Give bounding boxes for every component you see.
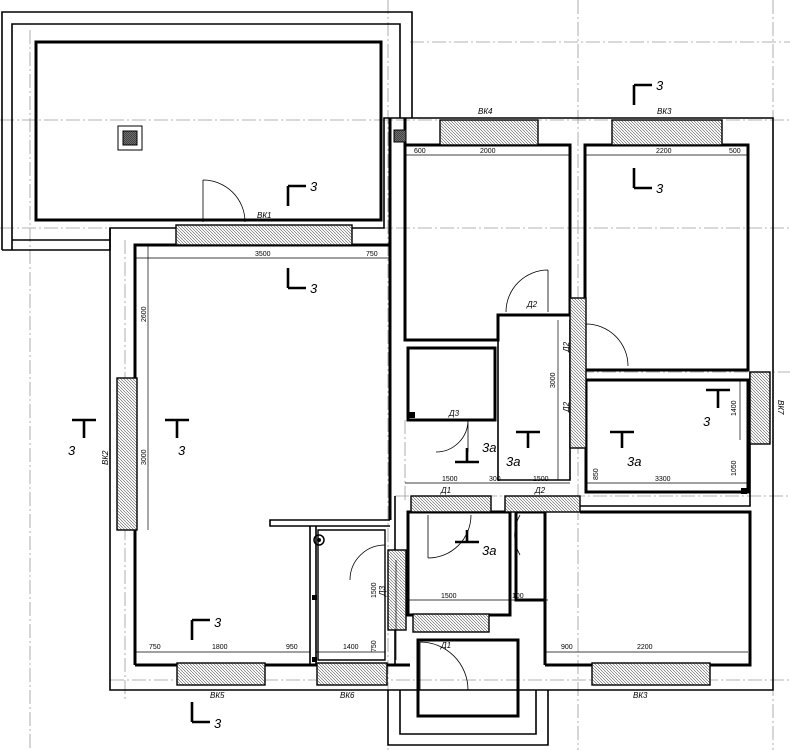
door-label-d1: Д1 (440, 486, 451, 495)
section-label: 3а (627, 454, 641, 469)
dimension-label: 600 (414, 148, 426, 155)
dimension-label: 3000 (550, 372, 557, 388)
dimension-label: 1500 (441, 593, 457, 600)
section-labels: 3 3 3 3 3 3 3 3 3 3а 3а 3а 3а (68, 78, 711, 731)
section-label: 3 (310, 179, 318, 194)
section-label: 3 (703, 414, 711, 429)
dimension-labels: 600 2000 2200 500 3500 750 2600 3000 300… (141, 148, 741, 652)
dimension-label: 1800 (212, 644, 228, 651)
dimension-label: 3000 (141, 449, 148, 465)
section-label: 3 (68, 443, 76, 458)
opening-label-vk6: ВК6 (340, 691, 355, 700)
opening-vk6 (316, 662, 388, 686)
dimension-label: 950 (286, 644, 298, 651)
section-label: 3 (214, 716, 222, 731)
opening-label-vk3-bottom: ВК3 (633, 691, 648, 700)
door-label-d3: Д3 (448, 409, 460, 418)
dimension-label: 1400 (343, 644, 359, 651)
outer-walls (109, 117, 774, 691)
door-labels: Д2 Д2 Д2 Д2 Д3 Д3 Д1 Д1 (378, 300, 571, 650)
opening-vk4 (439, 119, 539, 146)
opening-vk2 (116, 377, 138, 531)
dimension-lines (135, 154, 748, 660)
dimension-label: 500 (729, 148, 741, 155)
window-openings (116, 119, 771, 686)
section-label: 3 (214, 615, 222, 630)
door-label-d3: Д3 (378, 585, 387, 597)
section-label: 3а (482, 543, 496, 558)
dimension-label: 100 (512, 593, 524, 600)
opening-vk5 (176, 662, 266, 686)
terrace (1, 11, 413, 251)
dimension-label: 2200 (656, 148, 672, 155)
dimension-label: 750 (371, 640, 378, 652)
dimension-label: 2200 (637, 644, 653, 651)
opening-label-vk4: ВК4 (478, 107, 493, 116)
section-label: 3 (310, 281, 318, 296)
dimension-label: 750 (149, 644, 161, 651)
dimension-label: 300 (489, 476, 501, 483)
dimension-label: 1500 (442, 476, 458, 483)
opening-vk3-top (611, 119, 723, 146)
opening-label-vk7: ВК7 (776, 400, 785, 415)
opening-vk1 (175, 224, 353, 246)
opening-label-vk3-top: ВК3 (657, 107, 672, 116)
opening-label-vk2: ВК2 (101, 450, 110, 465)
section-label: 3 (656, 78, 664, 93)
section-label: 3 (656, 181, 664, 196)
inner-walls (312, 143, 750, 746)
dimension-label: 750 (366, 251, 378, 258)
door-swings (202, 179, 629, 691)
dimension-label: 3300 (655, 476, 671, 483)
opening-vk7 (749, 371, 771, 445)
section-label: 3а (482, 440, 496, 455)
dimension-label: 1500 (533, 476, 549, 483)
dimension-label: 2000 (480, 148, 496, 155)
door-label-d1: Д1 (440, 641, 451, 650)
opening-label-vk1: ВК1 (257, 211, 272, 220)
door-label-d2: Д2 (526, 300, 538, 309)
dimension-label: 2600 (141, 306, 148, 322)
section-marks (72, 83, 730, 724)
door-label-d2: Д2 (534, 486, 546, 495)
opening-vk3-bottom (591, 662, 711, 686)
dimension-label: 900 (561, 644, 573, 651)
dimension-label: 1500 (371, 582, 378, 598)
opening-labels: ВК1 ВК4 ВК3 ВК5 ВК6 ВК3 ВК2 ВК7 (101, 107, 785, 700)
dimension-label: 3500 (255, 251, 271, 258)
door-label-d2: Д2 (562, 341, 571, 353)
door-label-d2: Д2 (562, 401, 571, 413)
opening-label-vk5: ВК5 (210, 691, 225, 700)
dimension-label: 850 (593, 468, 600, 480)
section-label: 3 (178, 443, 186, 458)
dimension-label: 1050 (731, 460, 738, 476)
section-label: 3а (506, 454, 520, 469)
dimension-label: 1400 (731, 400, 738, 416)
